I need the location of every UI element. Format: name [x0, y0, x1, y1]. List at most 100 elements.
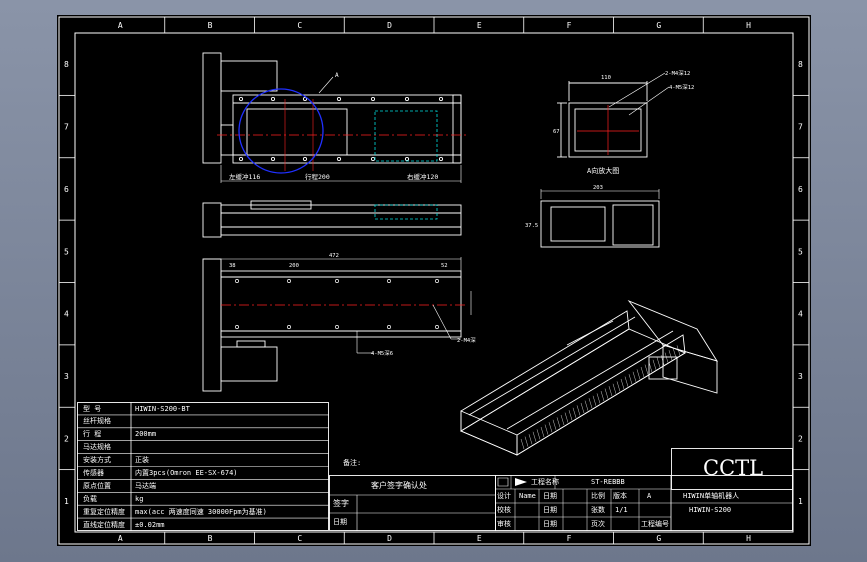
- bottom-callout-2: 2-M4深: [457, 336, 476, 344]
- row-label-left: 7: [64, 123, 69, 132]
- tb-r1-c4-label: 版本: [613, 492, 627, 500]
- mounting-hole: [335, 325, 339, 329]
- column-label-bottom: A: [118, 534, 123, 543]
- column-label-bottom: D: [387, 534, 392, 543]
- mounting-hole: [370, 156, 376, 162]
- column-label-bottom: B: [208, 534, 213, 543]
- spec-value: HIWIN-S200-BT: [135, 404, 190, 413]
- mounting-hole: [435, 279, 439, 283]
- mounting-hole: [235, 325, 239, 329]
- column-label-bottom: G: [656, 534, 661, 543]
- column-label-top: D: [387, 21, 392, 30]
- confirm-date-label: 日期: [333, 518, 347, 526]
- tb-r2-c2-label: 日期: [543, 506, 557, 514]
- spec-label: 行 程: [83, 430, 102, 439]
- spec-label: 马达规格: [83, 443, 111, 452]
- mounting-hole: [387, 325, 391, 329]
- column-label-top: G: [656, 21, 661, 30]
- tb-r2-c1-label: 校核: [497, 506, 511, 514]
- mounting-hole: [287, 325, 291, 329]
- column-label-bottom: C: [297, 534, 302, 543]
- motor-flange: [202, 52, 222, 164]
- row-label-right: 1: [798, 497, 803, 506]
- mounting-hole: [336, 96, 342, 102]
- spec-label: 重复定位精度: [83, 507, 125, 516]
- mounting-hole: [235, 279, 239, 283]
- row-label-left: 6: [64, 185, 69, 194]
- row-label-left: 3: [64, 372, 69, 381]
- mounting-holes-top: [238, 96, 444, 162]
- carriage-top: [246, 108, 348, 156]
- label-right-buffer: 右缓冲120: [407, 172, 438, 181]
- column-ticks: [59, 17, 809, 544]
- column-label-top: A: [118, 21, 123, 30]
- column-label-top: B: [208, 21, 213, 30]
- section-dim-top: 203: [593, 185, 603, 191]
- column-label-bottom: F: [567, 534, 572, 543]
- confirm-sign-label: 签字: [333, 499, 349, 508]
- tb-r1-c4-value: A: [647, 492, 652, 500]
- title-block: [495, 475, 793, 531]
- spec-label: 原点位置: [83, 481, 111, 490]
- row-label-right: 4: [798, 310, 803, 319]
- spec-value: ±0.02mm: [135, 520, 165, 529]
- bottom-callout-1: 4-M5深6: [371, 349, 393, 357]
- tb-r1-c1-label: 设计: [497, 492, 511, 500]
- mounting-hole: [238, 96, 244, 102]
- mounting-hole: [370, 96, 376, 102]
- label-stroke: 行程200: [305, 172, 330, 181]
- mounting-hole: [270, 156, 276, 162]
- logo-text: CCTL: [703, 456, 764, 480]
- mounting-hole: [438, 156, 444, 162]
- mounting-hole: [404, 96, 410, 102]
- row-label-right: 8: [798, 60, 803, 69]
- detail-dim-top: 110: [601, 75, 611, 81]
- spec-label: 传感器: [83, 469, 104, 477]
- spec-value: 马达端: [135, 481, 156, 490]
- section-dim-side: 37.5: [525, 223, 538, 229]
- column-label-top: E: [477, 21, 482, 30]
- detail-view-A: [557, 72, 670, 158]
- mounting-hole: [302, 156, 308, 162]
- tb-r3-c1-label: 审核: [497, 520, 511, 528]
- tb-r1-c2-label: 日期: [543, 492, 557, 500]
- mounting-hole: [287, 279, 291, 283]
- row-label-right: 5: [798, 247, 803, 256]
- tb-r1-c3-label: 比例: [591, 492, 605, 500]
- section-view: [540, 189, 660, 248]
- motor-body: [220, 60, 278, 92]
- mounting-holes-bottom: [235, 279, 439, 329]
- label-left-buffer: 左缓冲116: [229, 172, 260, 181]
- row-label-left: 8: [64, 60, 69, 69]
- mounting-hole: [435, 325, 439, 329]
- notes-label: 备注:: [343, 458, 361, 467]
- logo-box: [671, 448, 793, 490]
- row-label-left: 1: [64, 497, 69, 506]
- mounting-hole: [302, 96, 308, 102]
- drawing-code: HIWIN-S200: [689, 506, 732, 514]
- column-label-bottom: E: [477, 534, 482, 543]
- bottom-dim-right: 52: [441, 263, 448, 269]
- spec-label: 负载: [83, 494, 97, 503]
- spec-value: 内置3pcs(Omron EE-SX-674): [135, 469, 238, 477]
- row-label-right: 2: [798, 434, 803, 443]
- isometric-view: [460, 299, 719, 456]
- column-label-top: C: [297, 21, 302, 30]
- mounting-hole: [336, 156, 342, 162]
- end-plate-top: [452, 94, 462, 164]
- tb-r2-c3-label: 张数: [591, 506, 605, 514]
- spec-label: 安装方式: [83, 456, 111, 465]
- tb-r3-c3-label: 页次: [591, 520, 605, 528]
- spec-table: [77, 402, 329, 531]
- top-view: [202, 52, 462, 164]
- bottom-dim-mid: 200: [289, 263, 299, 269]
- bottom-view: [202, 257, 472, 392]
- spec-label: 直线定位精度: [83, 520, 125, 529]
- detail-title: A向放大图: [587, 166, 619, 175]
- mounting-hole: [238, 156, 244, 162]
- confirm-title: 客户签字确认处: [371, 481, 427, 490]
